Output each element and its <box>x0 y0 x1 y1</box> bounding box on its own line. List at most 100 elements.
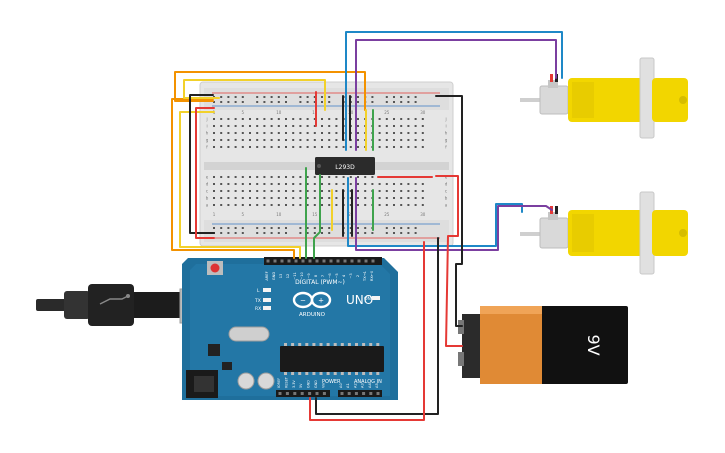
digital-pin-label: 4 <box>342 274 346 277</box>
digital-pin <box>336 259 340 263</box>
svg-text:+: + <box>318 297 324 305</box>
row-letter: c <box>206 189 208 194</box>
column-number: 5 <box>242 212 245 217</box>
analog-pin-label: A3 <box>361 383 365 388</box>
column-number: 30 <box>420 212 426 217</box>
wire-yellow <box>183 79 326 111</box>
digital-pin-label: ~5 <box>335 273 339 278</box>
digital-pin <box>322 259 326 263</box>
digital-pin-label: TX→1 <box>363 271 367 282</box>
power-pin-label: RESET <box>284 376 288 388</box>
row-letter: g <box>445 138 448 143</box>
svg-text:TX: TX <box>254 298 261 304</box>
battery-9v: 9V <box>458 306 628 384</box>
row-letter: f <box>445 145 447 150</box>
digital-pin <box>350 259 354 263</box>
digital-pin <box>371 259 375 263</box>
digital-pin-label: ~10 <box>300 271 304 279</box>
digital-pin-label: ~3 <box>349 273 353 278</box>
svg-text:L: L <box>257 288 260 294</box>
digital-pin <box>357 259 361 263</box>
status-leds: L TX RX ON <box>254 288 380 312</box>
digital-pin <box>364 259 368 263</box>
digital-pin-label: AREF <box>265 271 269 280</box>
row-letter: i <box>206 124 207 129</box>
wire-red-right <box>435 175 463 347</box>
row-letter: h <box>206 131 209 136</box>
digital-pin-label: 12 <box>286 274 290 279</box>
wire-red-top <box>195 107 215 239</box>
row-letter: e <box>206 175 209 180</box>
digital-pin-label: GND <box>272 272 276 280</box>
wire-purple-top <box>355 39 557 151</box>
board-model: UNO <box>346 293 373 307</box>
motor-top <box>520 57 688 139</box>
column-number: 30 <box>420 110 426 115</box>
row-letter: i <box>445 124 446 129</box>
digital-pin <box>308 259 312 263</box>
power-header-label: POWER <box>322 379 341 385</box>
analog-pin-label: A1 <box>346 383 350 388</box>
digital-pin-label: ~9 <box>307 273 311 279</box>
wire-black-right <box>435 95 463 327</box>
wire-yellow-lower <box>179 111 301 259</box>
wire-orange <box>174 71 366 111</box>
analog-pin-label: A2 <box>353 383 357 388</box>
row-letter: j <box>205 117 207 122</box>
digital-pin-label: 7 <box>321 275 325 277</box>
analog-pin-label: A5 <box>375 383 379 388</box>
row-letter: a <box>445 203 448 208</box>
column-number: 10 <box>276 212 282 217</box>
l293d-chip: L293D <box>315 157 375 175</box>
board-brand: ARDUINO <box>299 312 326 318</box>
digital-pin-label: RX←0 <box>370 270 374 281</box>
wires <box>171 31 563 421</box>
row-letter: d <box>206 182 209 187</box>
digital-pin <box>329 259 333 263</box>
column-number: 25 <box>384 212 390 217</box>
digital-pin-label: 8 <box>314 274 318 277</box>
wire-black-gnd <box>315 237 439 415</box>
svg-text:RX: RX <box>255 306 261 312</box>
analog-pin-label: A4 <box>368 383 372 388</box>
power-pin-label: 5V <box>299 383 303 388</box>
digital-pin <box>287 259 291 263</box>
column-number: 1 <box>213 212 216 217</box>
row-letter: f <box>206 145 208 150</box>
row-letter: b <box>445 196 448 201</box>
battery-label: 9V <box>584 334 603 355</box>
svg-text:−: − <box>300 297 306 305</box>
wire-red-5v <box>309 241 425 421</box>
row-letter: j <box>444 117 446 122</box>
power-pin-label: Vin <box>321 383 325 388</box>
digital-pin <box>301 259 305 263</box>
row-letter: a <box>206 203 209 208</box>
row-letter: h <box>445 131 448 136</box>
breadboard-holes <box>213 96 424 234</box>
row-letter: c <box>445 189 447 194</box>
digital-pin <box>273 259 277 263</box>
digital-pin-label: ~11 <box>293 272 297 280</box>
column-number: 15 <box>312 212 318 217</box>
digital-pin-label: 2 <box>356 275 360 277</box>
svg-text:ON: ON <box>364 296 371 302</box>
arduino-logo: − + <box>292 291 332 309</box>
row-letter: g <box>206 138 209 143</box>
power-pin-label: GND <box>314 380 318 388</box>
digital-pin-label: 13 <box>279 274 283 279</box>
wire-purple-bottom <box>355 177 553 251</box>
column-number: 10 <box>276 110 282 115</box>
digital-pin-label: ~6 <box>328 273 332 279</box>
chip-label: L293D <box>335 164 355 171</box>
digital-pin <box>343 259 347 263</box>
digital-pin <box>315 259 319 263</box>
motor-bottom <box>520 191 688 275</box>
digital-pin <box>280 259 284 263</box>
column-number: 5 <box>242 110 245 115</box>
digital-header-label: DIGITAL (PWM~) <box>295 279 345 286</box>
column-number: 25 <box>384 110 390 115</box>
row-letter: b <box>206 196 209 201</box>
